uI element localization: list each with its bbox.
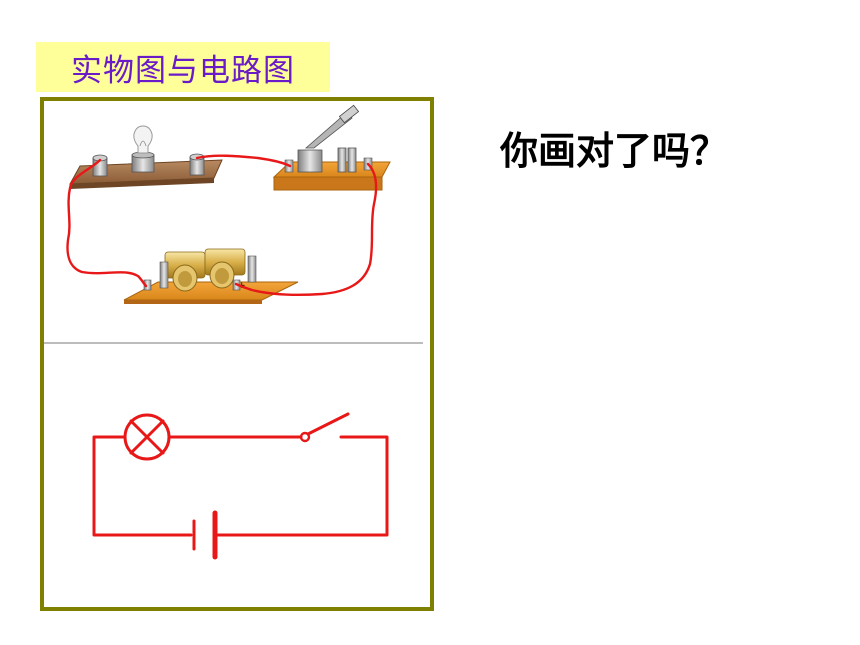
battery-cell-1 xyxy=(164,251,206,292)
knife-switch-icon xyxy=(272,104,391,191)
wire-lamp-to-switch xyxy=(195,154,292,168)
battery-holder-icon: + xyxy=(123,248,299,304)
wire-lamp-to-battery xyxy=(66,158,148,288)
wire-switch-to-battery xyxy=(234,162,378,296)
schematic-diagram xyxy=(92,412,389,560)
title-banner: 实物图与电路图 xyxy=(36,42,330,92)
page-title: 实物图与电路图 xyxy=(71,52,295,89)
battery-cell-2 xyxy=(204,248,246,289)
wire-left-branch xyxy=(92,435,193,537)
switch-symbol xyxy=(299,412,350,443)
wire-right-branch xyxy=(216,435,389,537)
battery-symbol xyxy=(192,510,218,560)
question-text: 你画对了吗？ xyxy=(500,129,729,173)
wires-real xyxy=(66,154,378,296)
bulb-icon xyxy=(131,125,155,173)
lamp-symbol xyxy=(123,413,171,461)
